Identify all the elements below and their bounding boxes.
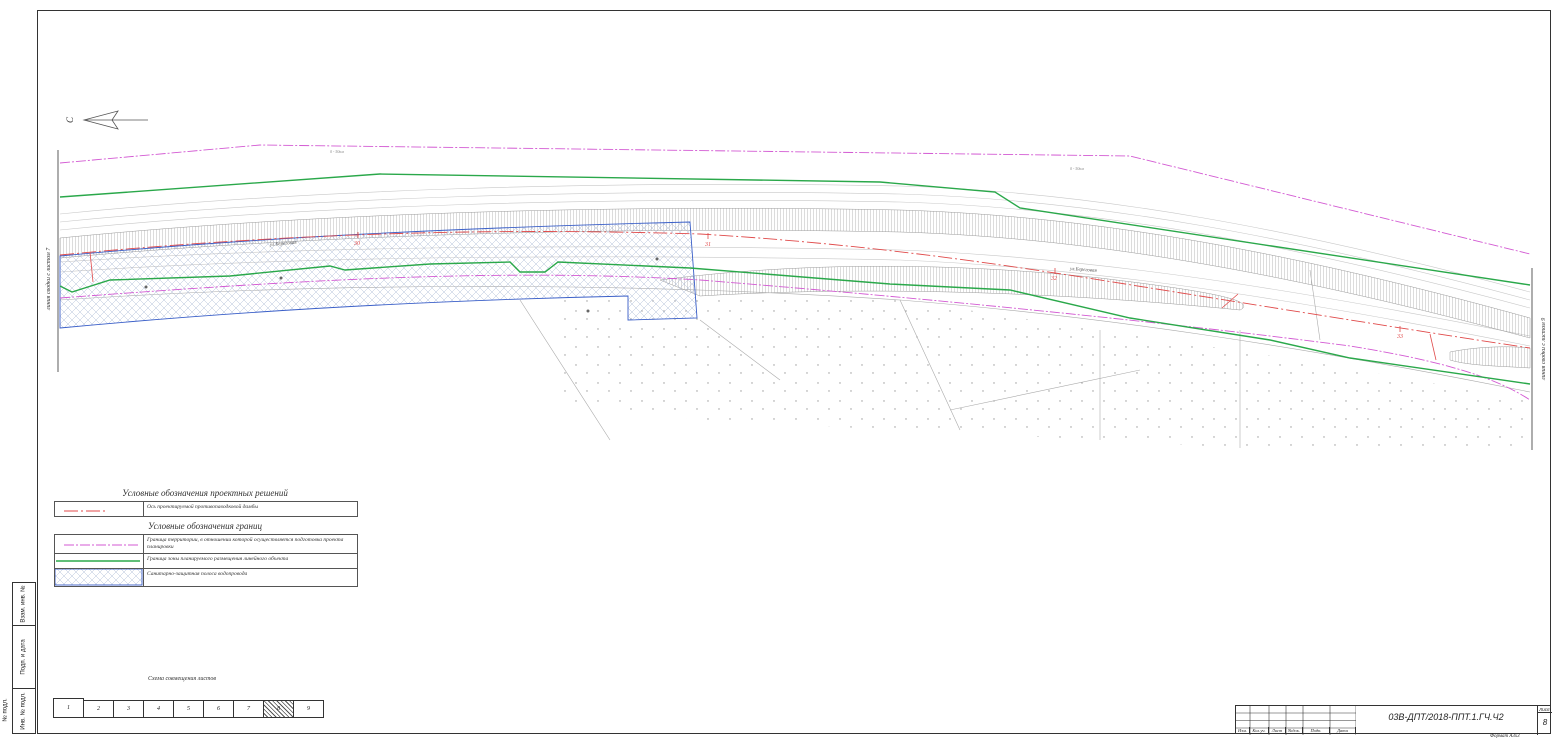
picket-33: 33 [1396,326,1403,340]
sheet-cell-7: 7 [233,700,264,718]
col-label-podp: Подп. [1303,727,1330,734]
sheet-number: 8 [1542,718,1548,727]
picket-32-label: 32 [1050,276,1057,282]
drawing-frame [37,10,1551,734]
legend-project-heading: Условные обозначения проектных решений [122,488,288,498]
legend-project-table: Ось проектируемой противопаводковой дамб… [54,501,358,517]
legend-sample-sanitary [54,568,143,586]
north-label: С [65,116,75,123]
match-line-left-label: линия сводки с листом 7 [45,247,52,311]
side-cell-sign-date: Подп. и дата [12,625,36,689]
linear-zone-bottom [59,261,1531,385]
scheme-title: Схема совмещения листов [148,676,216,682]
legend: Условные обозначения проектных решений О… [54,486,358,587]
side-cell-sign-date-text: Подп. и дата [21,639,27,675]
territory-border-top [59,144,1531,255]
match-line-right-label: линия сводки с листом 9 [1540,318,1547,381]
legend-text-sanitary: Санитарно-защитная полоса водопровода [147,571,248,577]
sheet-cell-5: 5 [173,700,204,718]
street-label-2: ул.Береговая [1069,267,1098,274]
legend-text-territory: Граница территории, в отношении которой … [147,537,344,550]
col-label-data: Дата [1330,727,1356,734]
title-block-column-labels: Изм. Кол.уч. Лист №док. Подп. Дата [1236,727,1356,734]
picket-33-label: 33 [1396,334,1403,340]
legend-sample-cell [55,535,144,553]
side-cell-inv-original-text: Инв. № подл. [21,692,27,730]
col-label-list: Лист [1269,727,1286,734]
contour-label-1: 0 - 50км [330,149,344,154]
picket-31-label: 31 [704,242,711,248]
terrain-area [560,300,1530,448]
linear-zone-top [59,173,1531,286]
sheet-cell-8-current: 8 [263,700,294,718]
territory-border-bottom [59,274,1531,401]
picket-30-label: 30 [353,241,360,247]
side-extra-text: № подл. [3,698,10,722]
document-code: 03В-ДПТ/2018-ППТ.1.ГЧ.Ч2 [1388,712,1504,722]
col-label-izm: Изм. [1236,727,1250,734]
picket-32: 32 [1050,268,1057,282]
title-block: Изм. Кол.уч. Лист №док. Подп. Дата 03В-Д… [1235,705,1552,735]
legend-text-dam-axis: Ось проектируемой противопаводковой дамб… [147,504,259,510]
legend-row-territory: Граница территории, в отношении которой … [55,535,357,554]
dam-axis [59,231,1531,349]
side-cell-replace-inv: Взам. инв. № [12,582,36,626]
legend-borders-heading: Условные обозначения границ [147,521,263,531]
col-label-kol: Кол.уч. [1250,727,1269,734]
legend-text-linear-zone: Граница зоны планируемого размещения лин… [147,556,289,562]
sheet-cell-1: 1 [53,698,84,718]
sheet-scheme: 1 2 3 4 5 6 7 8 9 [53,698,324,718]
sheet-label: Лист [1538,707,1552,713]
sanitary-strip [59,221,698,329]
sheet-cell-3: 3 [113,700,144,718]
legend-row-dam-axis: Ось проектируемой противопаводковой дамб… [55,502,357,516]
section-ticks [89,251,1437,361]
title-block-grid [1236,706,1356,735]
picket-31: 31 [704,233,711,248]
north-arrow: С [65,110,148,130]
map-markers [144,257,659,313]
legend-sample-cell [55,569,144,586]
legend-row-sanitary: Санитарно-защитная полоса водопровода [55,569,357,586]
sheet-number-cell: Лист 8 [1537,706,1552,735]
sheet-cell-6: 6 [203,700,234,718]
side-extra: № подл. [2,690,10,730]
side-cell-inv-original: Инв. № подл. [12,688,36,734]
picket-30: 30 [353,232,360,247]
sheet-cell-9: 9 [293,700,324,718]
sheet-cell-4: 4 [143,700,174,718]
legend-borders-table: Граница территории, в отношении которой … [54,534,358,587]
side-cell-replace-inv-text: Взам. инв. № [21,585,28,623]
legend-row-linear-zone: Граница зоны планируемого размещения лин… [55,554,357,569]
contour-label-2: 0 - 50км [1070,166,1084,171]
legend-sample-cell [55,554,144,568]
embankment-right [1449,346,1531,369]
col-label-ndok: №док. [1286,727,1303,734]
street-label-1: ул.Береговая [269,241,298,248]
sheet-cell-2: 2 [83,700,114,718]
legend-sample-cell [55,502,144,516]
format-label: Формат А3х3 [1490,734,1520,739]
